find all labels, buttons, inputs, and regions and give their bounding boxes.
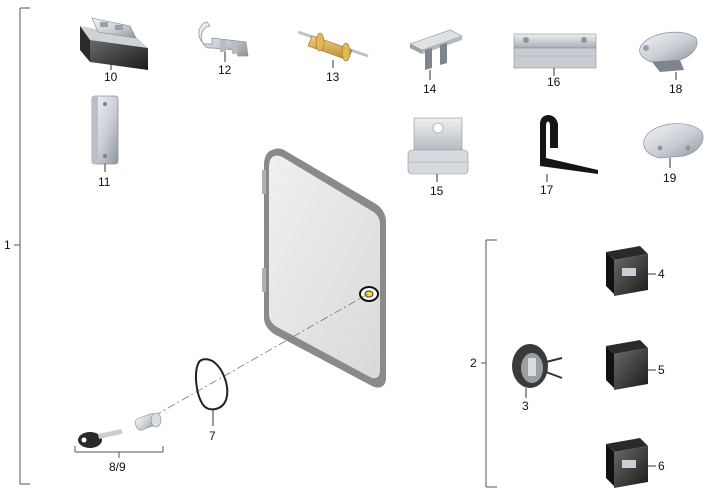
part-9-lock-cylinder: [134, 412, 162, 431]
label-11: 11: [98, 175, 111, 189]
door-panel: [262, 148, 386, 388]
label-5: 5: [658, 363, 665, 377]
part-6-lock-housing: [606, 438, 656, 488]
part-18-hinge-cap: [639, 31, 698, 80]
bracket-2: [481, 239, 497, 488]
part-11-block: [91, 95, 119, 172]
label-15: 15: [430, 184, 444, 198]
bracket-8-9: [74, 446, 164, 458]
bracket-1: [14, 7, 30, 485]
label-6: 6: [658, 459, 665, 473]
part-5-lock-housing: [606, 340, 656, 390]
part-12-hook: [198, 21, 249, 62]
label-4: 4: [658, 267, 665, 281]
label-1: 1: [4, 238, 11, 252]
part-15-bracket-plate: [407, 117, 469, 182]
label-19: 19: [663, 171, 677, 185]
part-7-gasket: [195, 358, 229, 426]
part-17-seal-hook: [540, 115, 598, 182]
part-8-key: [78, 429, 123, 448]
part-4-lock-housing: [606, 246, 656, 296]
label-2: 2: [470, 356, 477, 370]
part-19-cover-cap: [643, 123, 704, 168]
part-13-brass-pin: [297, 30, 369, 68]
label-13: 13: [326, 70, 340, 84]
part-16-hinge-plate: [513, 33, 597, 76]
label-12: 12: [218, 63, 232, 77]
label-3: 3: [522, 399, 529, 413]
label-8-9: 8/9: [109, 460, 126, 474]
label-18: 18: [669, 82, 683, 96]
label-7: 7: [209, 429, 216, 443]
label-10: 10: [104, 70, 118, 84]
part-3-lock: [512, 344, 563, 398]
part-14-clip: [409, 29, 463, 80]
label-14: 14: [423, 82, 437, 96]
label-16: 16: [547, 75, 561, 89]
label-17: 17: [540, 183, 554, 197]
assembly-axis-line: [139, 293, 369, 425]
part-10-strike-plate: [80, 17, 148, 70]
